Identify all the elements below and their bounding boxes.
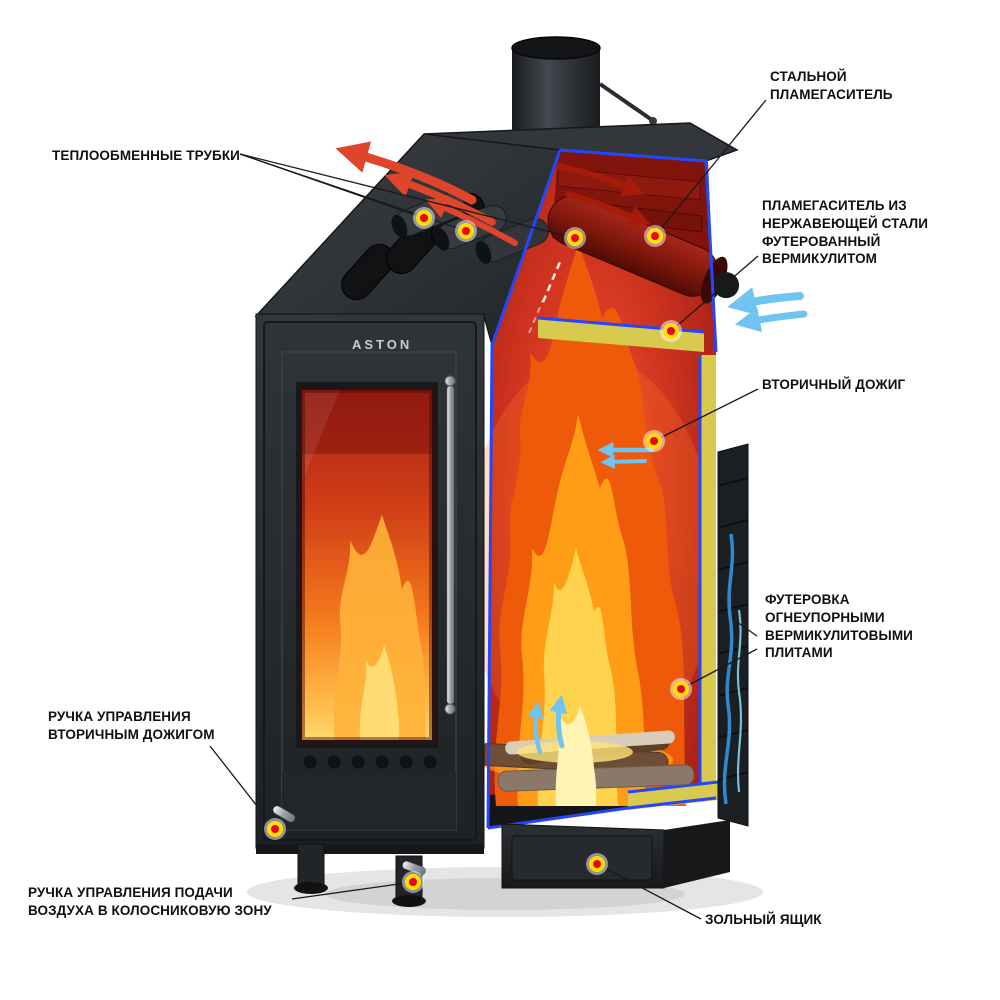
door-glass [299,387,435,743]
hot-gas-arrows [553,163,651,226]
secondary-air-arrows [527,441,655,755]
flame-core [555,706,597,806]
label-grate-air-handle: РУЧКА УПРАВЛЕНИЯ ПОДАЧИ ВОЗДУХА В КОЛОСН… [28,885,272,918]
label-steel-flame-arrester: СТАЛЬНОЙ ПЛАМЕГАСИТЕЛЬ [770,69,893,102]
heat-output-arrows [335,141,518,246]
damper-rod [598,82,654,122]
marker-ash-box [586,853,608,875]
tube-slot [341,243,395,301]
secondary-air-control-knob[interactable] [272,805,297,824]
callout-lines [209,99,767,920]
label-stainless-flame-arrester: ПЛАМЕГАСИТЕЛЬ ИЗ НЕРЖАВЕЮЩЕЙ СТАЛИ ФУТЕР… [762,198,929,267]
label-ash-box: ЗОЛЬНЫЙ ЯЩИК [705,912,822,927]
air-intake-arrows [727,287,808,333]
base-and-legs [256,805,730,907]
label-heat-exchange-tubes: ТЕПЛООБМЕННЫЕ ТРУБКИ [52,148,240,163]
marker-stainless-arrester [660,320,682,342]
firebox-interior [465,150,740,828]
front-door: ASTON [255,313,485,849]
door-bottom-rail [282,772,456,830]
label-secondary-afterburn: ВТОРИЧНЫЙ ДОЖИГ [762,377,906,392]
air-vent-holes [303,755,437,769]
front-leg-left [294,843,328,894]
brand-logo: ASTON [352,337,412,352]
draft-dashes [528,261,562,334]
vermiculite-lining-strips [537,316,719,810]
marker-heat-tube-1 [413,207,435,229]
label-vermiculite-lining: ФУТЕРОВКА ОГНЕУПОРНЫМИ ВЕРМИКУЛИТОВЫМИ П… [765,592,913,661]
ash-box-drawer[interactable] [511,835,653,881]
marker-heat-tube-2 [455,220,477,242]
marker-steel-arrester [644,225,666,247]
callout-markers [264,207,692,893]
cut-edges [486,148,718,830]
marker-heat-tube-3 [564,227,586,249]
door-handle[interactable] [444,375,456,715]
marker-grate-air-handle [402,871,424,893]
marker-secondary-handle [264,818,286,840]
marker-secondary-afterburn [643,430,665,452]
side-panel-blue-flames [717,443,749,827]
marker-lining [670,678,692,700]
label-secondary-afterburn-handle: РУЧКА УПРАВЛЕНИЯ ВТОРИЧНЫМ ДОЖИГОМ [48,709,215,742]
